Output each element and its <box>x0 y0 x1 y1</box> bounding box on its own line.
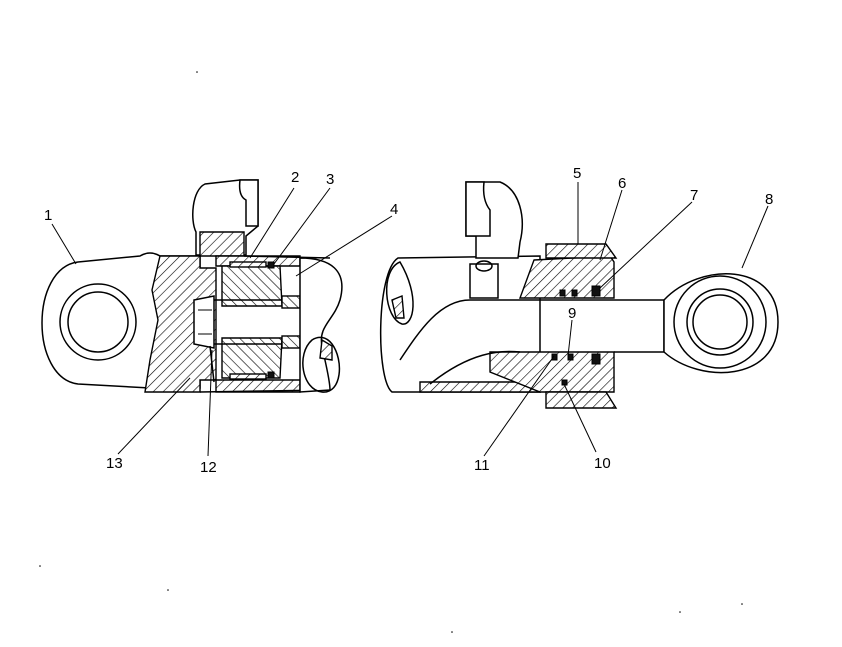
leader-11 <box>483 355 555 457</box>
leader-10 <box>563 383 597 453</box>
leader-7 <box>599 201 693 289</box>
leader-lines <box>51 182 769 457</box>
callout-6: 6 <box>618 175 626 192</box>
leader-2 <box>249 187 295 259</box>
leader-3 <box>273 187 331 265</box>
callout-5: 5 <box>573 165 581 182</box>
leader-13 <box>117 377 191 455</box>
leader-12 <box>207 349 213 457</box>
callout-3: 3 <box>326 171 334 188</box>
scan-specks <box>39 71 743 633</box>
leader-4 <box>295 215 393 277</box>
callout-8: 8 <box>765 191 773 208</box>
callout-7: 7 <box>690 187 698 204</box>
callout-11: 11 <box>474 457 490 474</box>
leader-1 <box>51 223 77 265</box>
cap-end-assembly <box>41 179 343 393</box>
callout-13: 13 <box>106 455 123 472</box>
callout-labels: 1 2 3 4 5 6 7 8 9 10 11 12 13 <box>44 165 773 476</box>
leader-6 <box>599 189 623 261</box>
callout-4: 4 <box>390 201 398 218</box>
callout-10: 10 <box>594 455 611 472</box>
callout-12: 12 <box>200 459 217 476</box>
callout-2: 2 <box>291 169 299 186</box>
leader-8 <box>741 205 769 269</box>
callout-1: 1 <box>44 207 52 224</box>
leader-9 <box>567 319 573 357</box>
callout-9: 9 <box>568 305 576 322</box>
rod-end-assembly <box>379 181 779 409</box>
